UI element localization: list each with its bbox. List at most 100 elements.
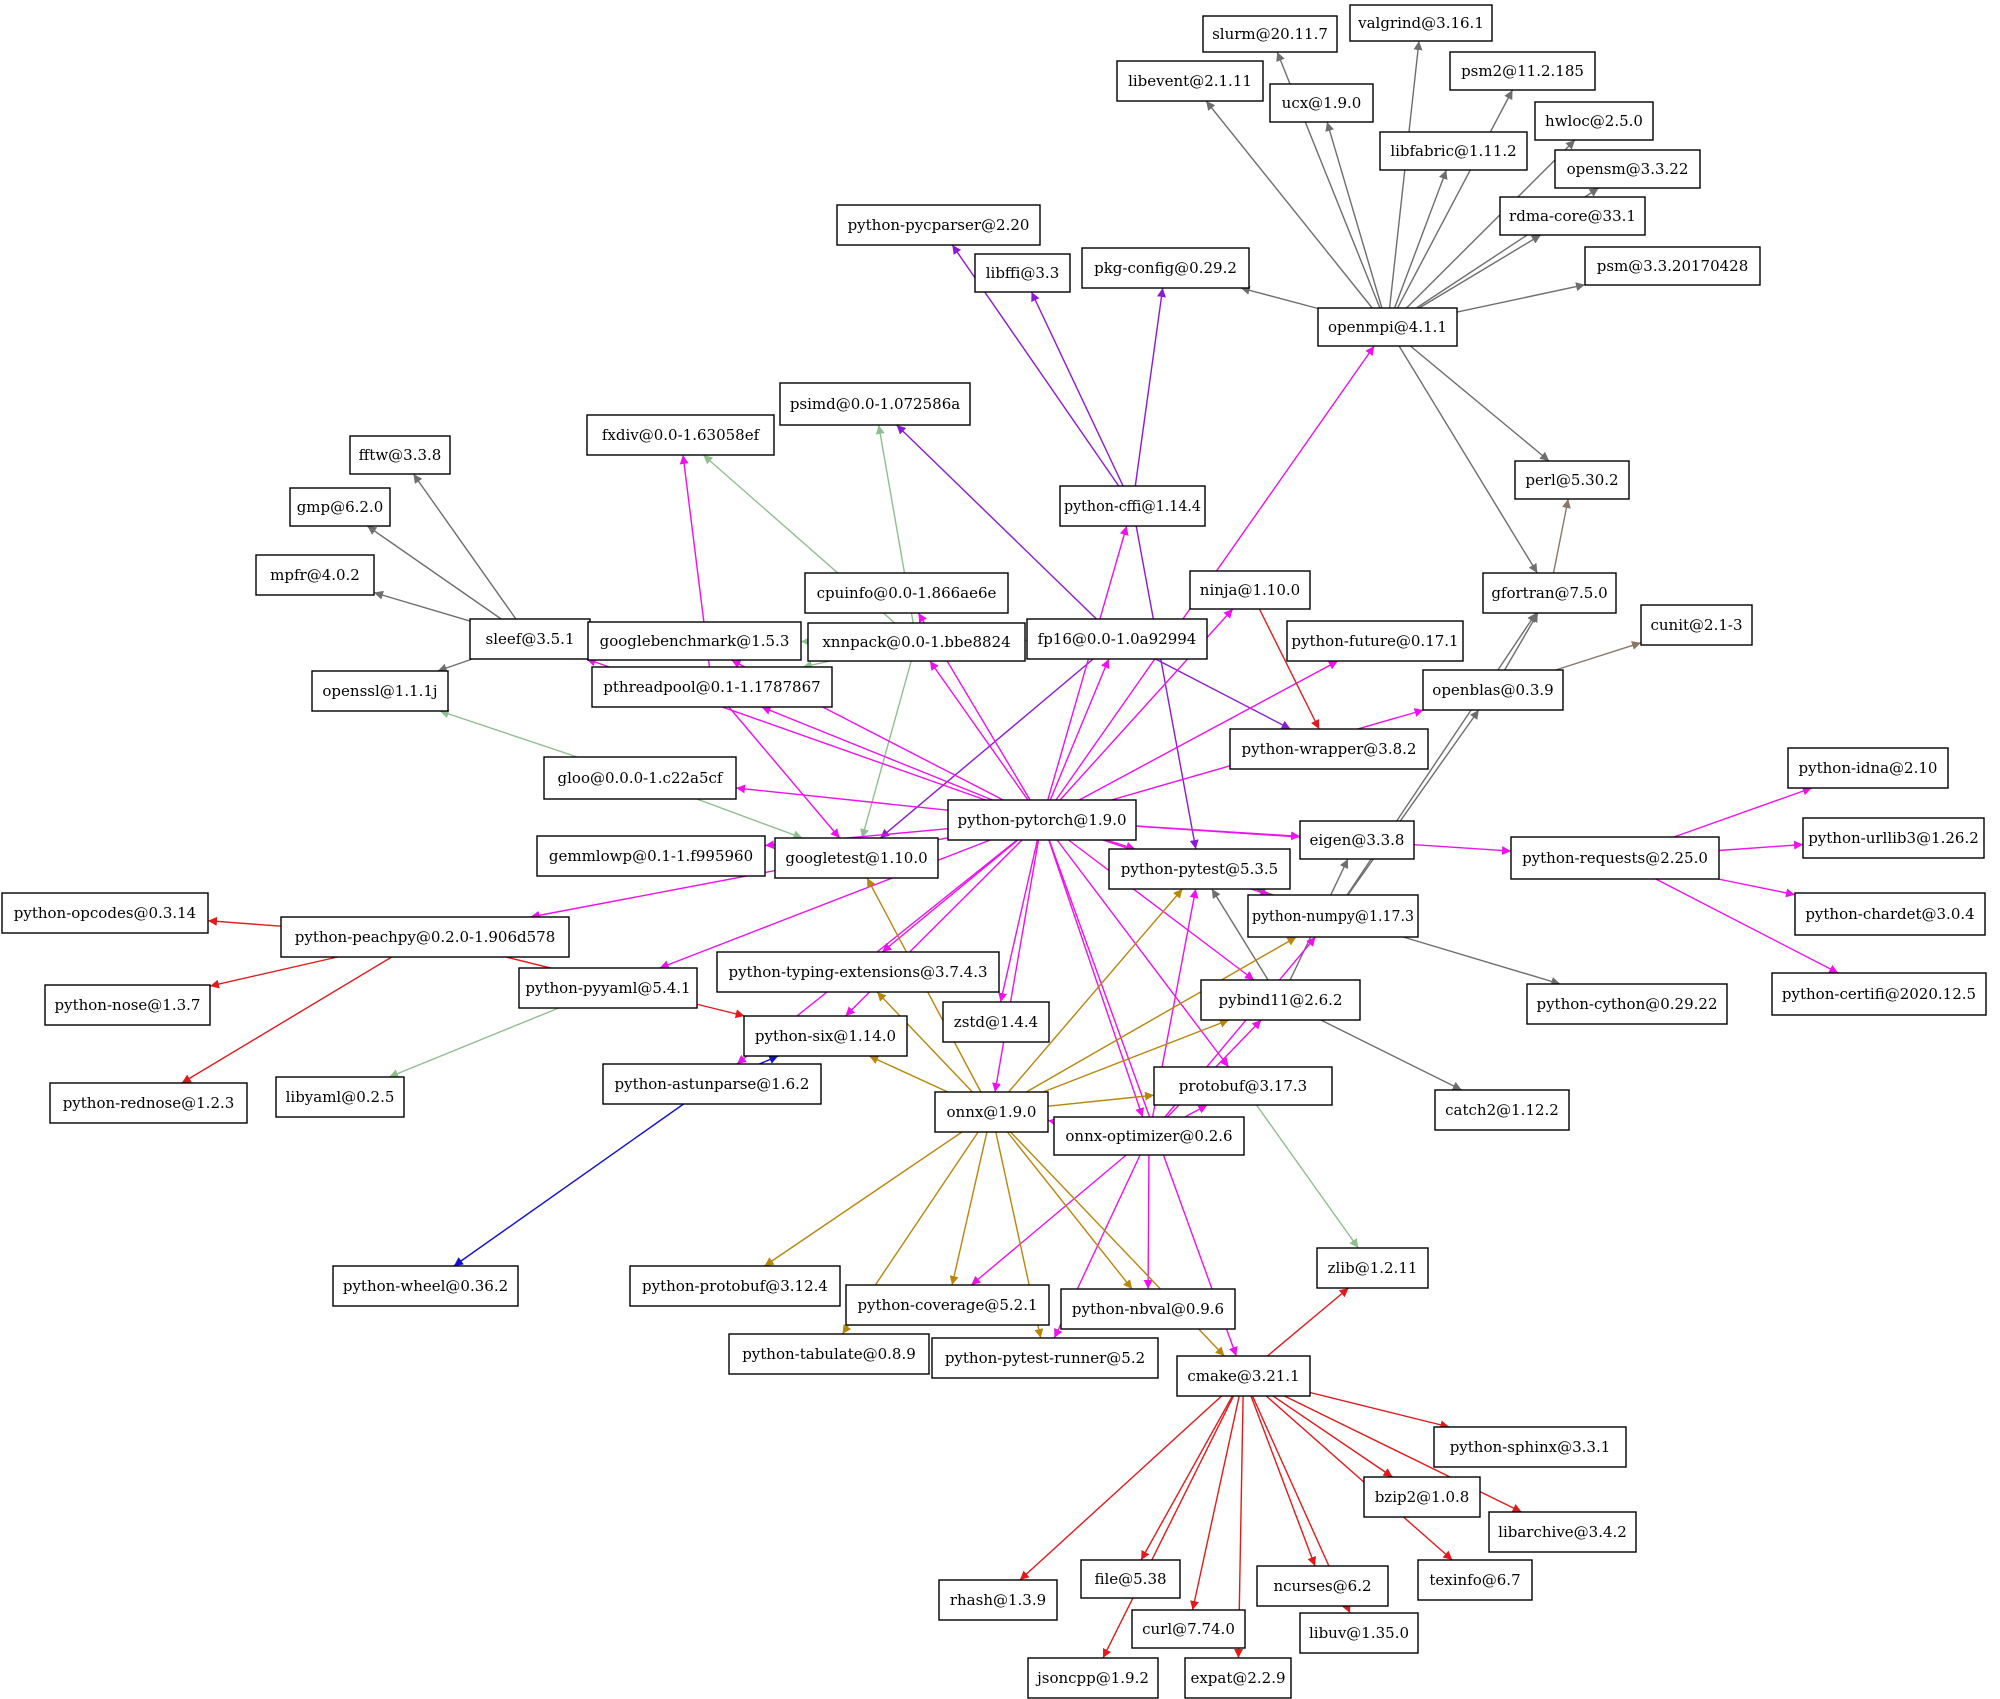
node-box [602, 1063, 822, 1105]
node-box [1108, 848, 1291, 890]
node-label: mpfr@4.0.2 [270, 566, 360, 584]
node-pycertifi: python-certifi@2020.12.5 [1771, 972, 1987, 1016]
node-pysix: python-six@1.14.0 [743, 1015, 908, 1057]
edge-gloo-to-openssl [439, 709, 578, 758]
node-box [774, 837, 939, 879]
edge-gfortran-to-perl [1552, 498, 1571, 574]
node-label: python-future@0.17.1 [1291, 632, 1458, 650]
edge-cmake-to-libarchive [1284, 1395, 1522, 1513]
node-ucx: ucx@1.9.0 [1269, 83, 1374, 123]
node-libfabric: libfabric@1.11.2 [1379, 131, 1528, 171]
node-cpuinfo: cpuinfo@0.0-1.866ae6e [804, 572, 1009, 614]
node-pyopcodes: python-opcodes@0.3.14 [1, 892, 209, 934]
edge-sleef-to-fftw [412, 473, 517, 620]
node-label: python-nose@1.3.7 [55, 996, 201, 1014]
edge-pytorch-to-protobuf [1056, 839, 1230, 1068]
edge-openmpi-to-libevent [1205, 100, 1373, 309]
node-pybind11: pybind11@2.6.2 [1200, 979, 1361, 1021]
node-label: python-six@1.14.0 [755, 1027, 896, 1045]
node-zstd: zstd@1.4.4 [942, 1001, 1050, 1043]
node-box [1434, 1089, 1570, 1131]
node-box [586, 414, 775, 456]
node-label: python-sphinx@3.3.1 [1450, 1438, 1611, 1456]
node-label: valgrind@3.16.1 [1357, 14, 1484, 32]
node-ninja: ninja@1.10.0 [1189, 570, 1311, 610]
node-box [1584, 246, 1761, 286]
node-label: openssl@1.1.1j [322, 682, 437, 700]
edge-pytorch-to-gloo [735, 784, 949, 811]
edge-pycffi-to-pytest [1135, 525, 1199, 850]
edge-peachpy-to-pyopcodes [207, 916, 282, 927]
edge-openmpi-to-hwloc [1406, 139, 1576, 309]
node-box [1026, 618, 1208, 660]
node-pytorch: python-pytorch@1.9.0 [947, 799, 1137, 841]
edge-pybind11-to-pytest [1211, 888, 1269, 981]
node-label: cpuinfo@0.0-1.866ae6e [817, 584, 997, 602]
node-box [1229, 728, 1429, 770]
node-box [1499, 196, 1646, 236]
node-label: python-pycparser@2.20 [848, 216, 1030, 234]
edge-cmake-to-ncurses [1250, 1395, 1317, 1567]
edge-ninja-to-pywrapper [1258, 608, 1320, 730]
node-box [1080, 1559, 1181, 1599]
node-fftw: fftw@3.3.8 [349, 435, 451, 475]
edge-pyyaml-to-libyaml [388, 1007, 560, 1078]
node-libffi: libffi@3.3 [974, 253, 1071, 293]
node-onnxopt: onnx-optimizer@0.2.6 [1053, 1116, 1245, 1156]
node-box [1202, 15, 1338, 53]
edge-onnx-to-pynumpy [1025, 936, 1297, 1093]
edge-openmpi-to-ucx [1325, 121, 1383, 309]
node-label: gloo@0.0.0-1.c22a5cf [558, 769, 724, 787]
edge-fp16-to-psimd [896, 424, 1097, 620]
edge-openmpi-to-perl [1409, 345, 1550, 462]
node-rdma: rdma-core@33.1 [1499, 196, 1646, 236]
node-gmp: gmp@6.2.0 [289, 487, 391, 527]
edge-pytorch-to-fp16 [1049, 658, 1110, 801]
node-rhash: rhash@1.3.9 [938, 1579, 1058, 1621]
node-box [1, 892, 209, 934]
node-box [1349, 4, 1493, 42]
node-label: python-wheel@0.36.2 [343, 1277, 508, 1295]
edge-pthreadpool-to-gtest [728, 706, 841, 839]
node-label: psm@3.3.20170428 [1597, 257, 1749, 275]
edge-pyrequests-to-pycertifi [1655, 878, 1839, 974]
edge-onnxopt-to-pycoverage [970, 1154, 1127, 1286]
node-pycoverage: python-coverage@5.2.1 [845, 1284, 1050, 1326]
node-pyurllib3: python-urllib3@1.26.2 [1802, 817, 1985, 859]
node-label: pthreadpool@0.1-1.1787867 [603, 678, 820, 696]
node-label: googletest@1.10.0 [785, 849, 927, 867]
node-label: libfabric@1.11.2 [1390, 142, 1516, 160]
edge-sleef-to-mpfr [373, 590, 471, 622]
edge-cmake-to-curl [1190, 1395, 1240, 1611]
node-box [1379, 131, 1528, 171]
node-xnnpack: xnnpack@0.0-1.bbe8824 [807, 622, 1026, 662]
node-onnx: onnx@1.9.0 [934, 1091, 1049, 1133]
node-pycffi: python-cffi@1.14.4 [1059, 485, 1206, 527]
node-box [1422, 669, 1564, 711]
node-box [1449, 51, 1596, 91]
node-label: python-idna@2.10 [1799, 759, 1938, 777]
node-box [938, 1579, 1058, 1621]
node-box [1534, 101, 1654, 141]
node-pychardet: python-chardet@3.0.4 [1794, 892, 1986, 936]
node-box [1189, 570, 1311, 610]
node-label: perl@5.30.2 [1525, 471, 1618, 489]
node-label: python-typing-extensions@3.7.4.3 [728, 963, 987, 981]
node-box [1131, 1609, 1246, 1649]
node-hwloc: hwloc@2.5.0 [1534, 101, 1654, 141]
edge-onnxopt-to-protobuf [1184, 1104, 1208, 1118]
node-pycython: python-cython@0.29.22 [1526, 983, 1728, 1025]
node-rednose: python-rednose@1.2.3 [49, 1082, 248, 1124]
node-pycparser: python-pycparser@2.20 [836, 204, 1041, 246]
node-label: fp16@0.0-1.0a92994 [1038, 630, 1197, 648]
edge-pytorch-to-pytest [1106, 839, 1136, 851]
node-box [728, 1333, 930, 1375]
node-label: protobuf@3.17.3 [1179, 1077, 1307, 1095]
node-libevent: libevent@2.1.11 [1116, 60, 1264, 102]
node-pyprotobuf: python-protobuf@3.12.4 [629, 1265, 841, 1307]
node-box [1488, 1511, 1637, 1553]
edge-cmake-to-file [1140, 1395, 1234, 1561]
node-box [1256, 1565, 1389, 1607]
edge-peachpy-to-rednose [181, 956, 393, 1084]
node-label: python-numpy@1.17.3 [1252, 907, 1414, 925]
